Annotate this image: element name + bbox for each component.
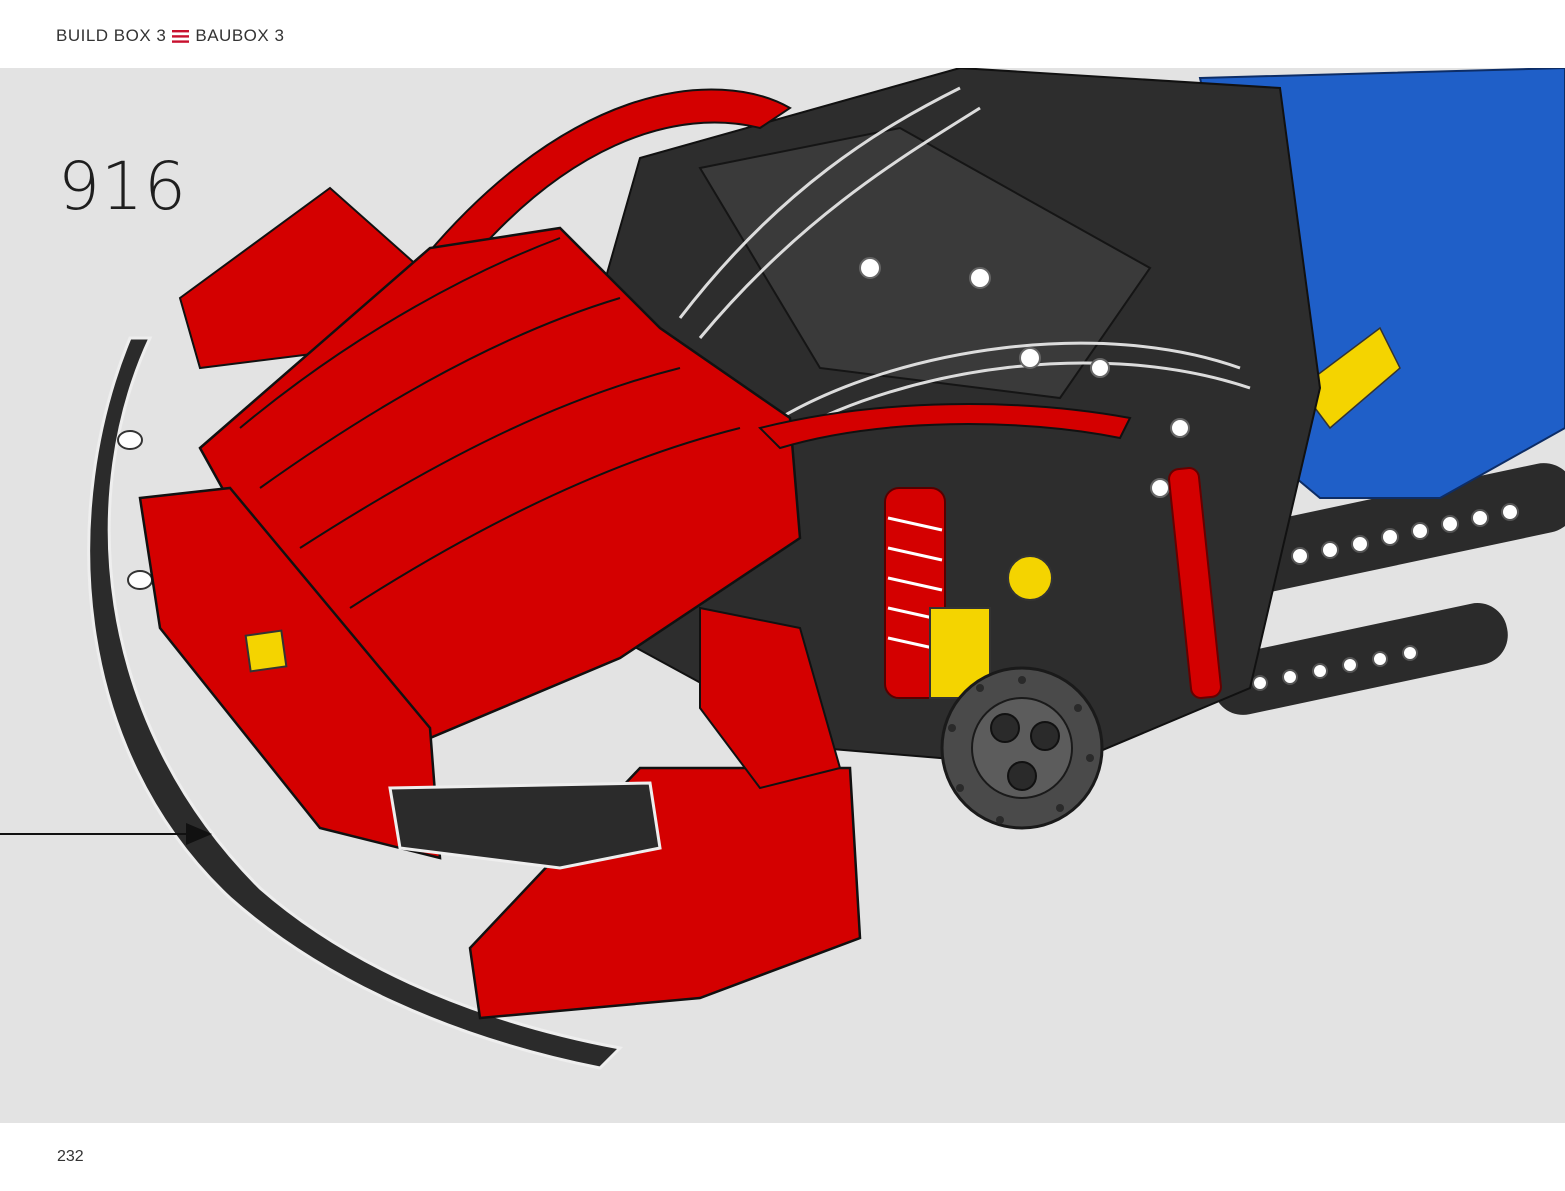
baubox-label: BAUBOX 3 <box>195 26 285 45</box>
red-upright <box>1168 467 1222 699</box>
step-number: 916 <box>58 148 187 225</box>
arrow-pointer-icon <box>0 823 212 845</box>
brake-disc <box>940 666 1104 830</box>
page-number: 232 <box>57 1148 84 1165</box>
model-illustration <box>0 68 1565 1070</box>
red-body <box>138 88 1132 1020</box>
page-header: BUILD BOX 3 BAUBOX 3 <box>0 0 1565 68</box>
triple-bar-icon <box>172 29 190 43</box>
front-arc <box>87 336 624 1070</box>
front-suspension <box>884 487 1053 699</box>
page-footer <box>0 1123 1565 1191</box>
build-box-label: BUILD BOX 3 <box>56 26 167 45</box>
build-box-title: BUILD BOX 3 BAUBOX 3 <box>56 26 284 46</box>
